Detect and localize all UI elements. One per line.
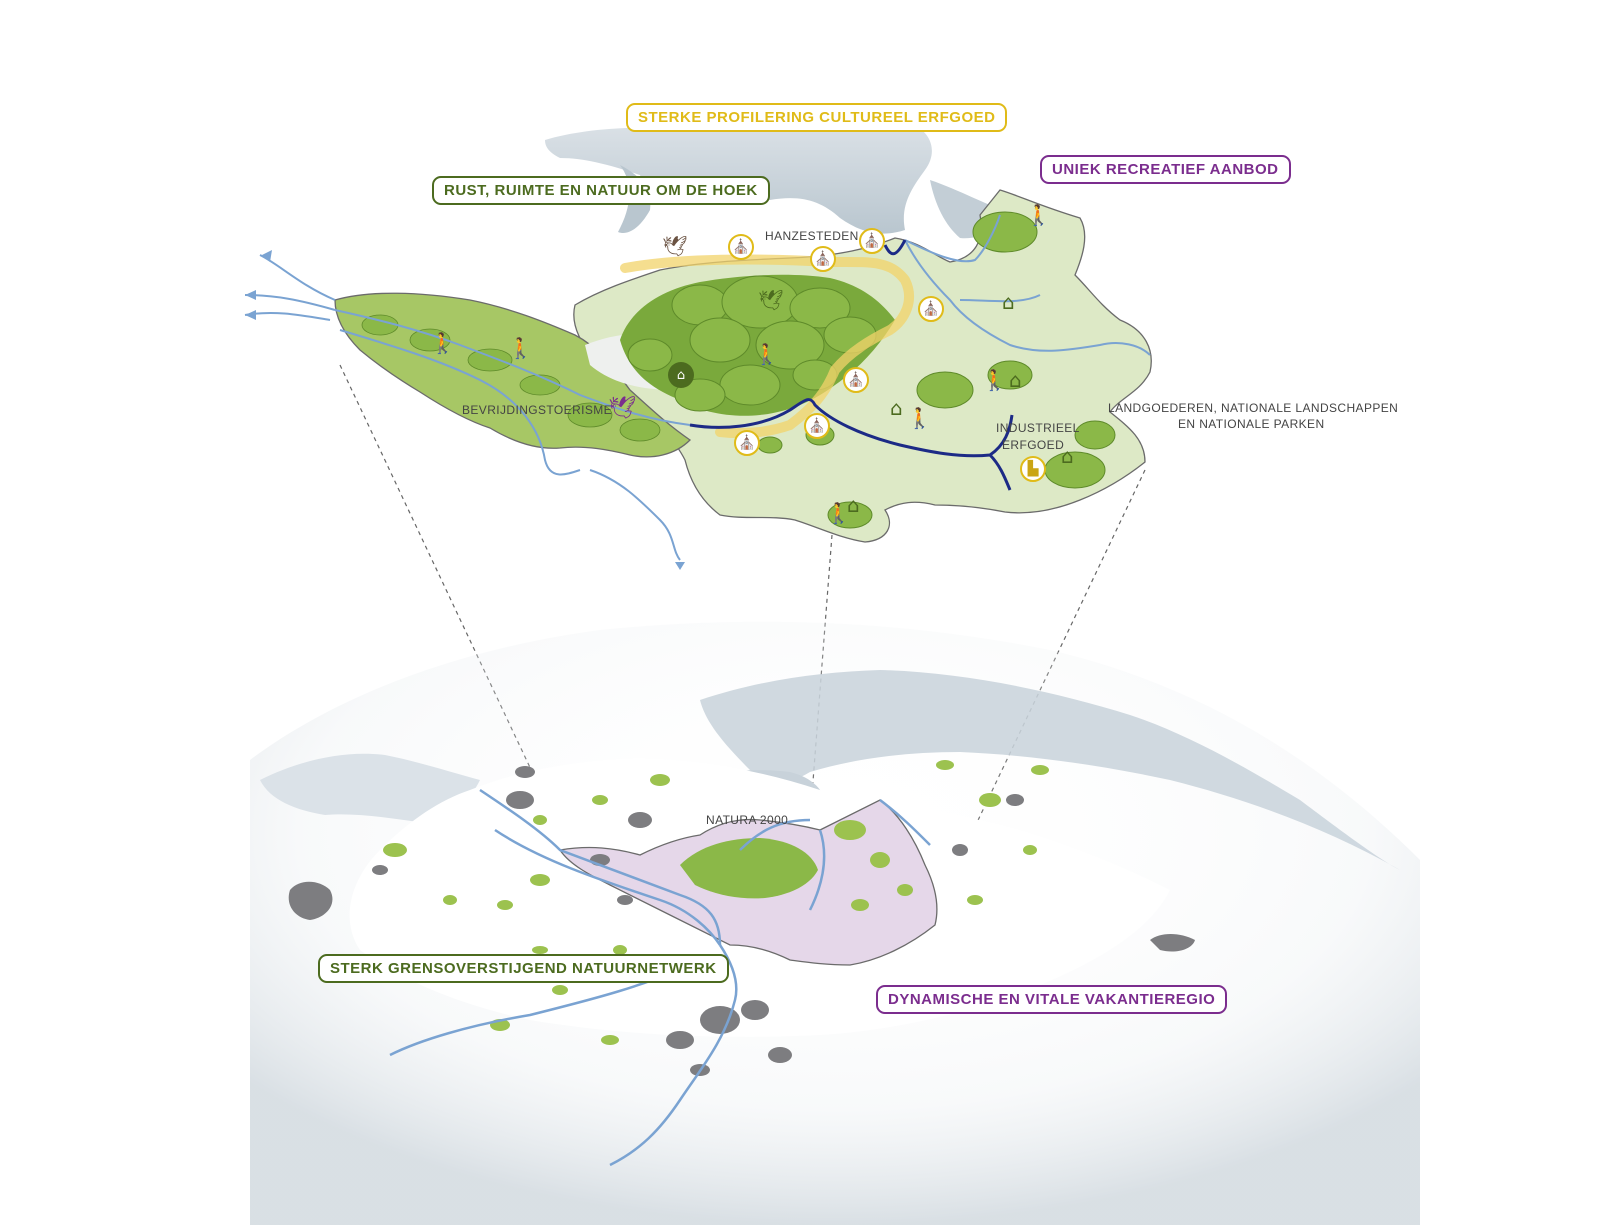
canals <box>689 239 1014 491</box>
label-unique-recreation: UNIEK RECREATIEF AANBOD <box>1040 155 1291 184</box>
hiker-icon: 🚶 <box>754 342 779 366</box>
church-icon: ⛪ <box>843 367 869 393</box>
hiker-icon: 🚶 <box>982 368 1007 392</box>
hiker-icon: 🚶 <box>826 501 851 525</box>
church-icon: ⛪ <box>859 228 885 254</box>
label-holiday-region: DYNAMISCHE EN VITALE VAKANTIEREGIO <box>876 985 1228 1014</box>
bird-icon: 🕊 <box>758 288 784 312</box>
heritage-band <box>620 254 914 439</box>
hiker-icon: 🚶 <box>430 331 455 355</box>
label-rest-space-nature: RUST, RUIMTE EN NATUUR OM DE HOEK <box>432 176 770 205</box>
sea-left <box>260 753 480 825</box>
label-cultural-heritage: STERKE PROFILERING CULTUREEL ERFGOED <box>626 103 1008 132</box>
church-icon: ⛪ <box>728 234 754 260</box>
forest-clusters <box>627 211 1116 529</box>
label-industrieel-2: ERFGOED <box>1002 438 1065 452</box>
church-icon: ⛪ <box>810 246 836 272</box>
label-industrieel-1: INDUSTRIEEL <box>996 421 1080 435</box>
label-bevrijdingstoerisme: BEVRIJDINGSTOERISME <box>462 403 613 417</box>
church-icon: ⛪ <box>734 430 760 456</box>
label-cross-border: STERK GRENSOVERSTIJGEND NATUURNETWERK <box>318 954 729 983</box>
hiker-icon: 🚶 <box>1026 203 1051 227</box>
church-icon: ⛪ <box>918 296 944 322</box>
museum-icon: ⌂ <box>1061 444 1074 468</box>
urban-areas <box>288 766 1195 1076</box>
label-natura2000: NATURA 2000 <box>706 813 789 827</box>
museum-icon: ⌂ <box>890 396 903 420</box>
label-landgoederen-2: EN NATIONALE PARKEN <box>1178 417 1325 431</box>
hiker-icon: 🚶 <box>508 336 533 360</box>
bird-icon: 🕊 <box>662 234 688 258</box>
bird-icon: 🕊 <box>608 396 636 421</box>
church-icon: ⛪ <box>804 413 830 439</box>
river-arrows <box>245 250 685 570</box>
region-gelderland <box>573 189 1152 543</box>
factory-icon: ▙ <box>1020 456 1046 482</box>
museum-icon: ⌂ <box>1002 290 1015 314</box>
veluwe-bottom <box>680 838 818 899</box>
label-hanzesteden: HANZESTEDEN <box>765 229 859 243</box>
museum-icon: ⌂ <box>1009 368 1022 392</box>
museum-icon: ⌂ <box>668 362 694 388</box>
rivers-top <box>244 214 1151 561</box>
museum-icon: ⌂ <box>847 493 860 517</box>
hiker-icon: 🚶 <box>907 406 932 430</box>
sea-ijsselmeer <box>545 116 932 234</box>
label-landgoederen-1: LANDGOEDEREN, NATIONALE LANDSCHAPPEN <box>1108 401 1399 415</box>
sea-wadden <box>700 670 1400 870</box>
